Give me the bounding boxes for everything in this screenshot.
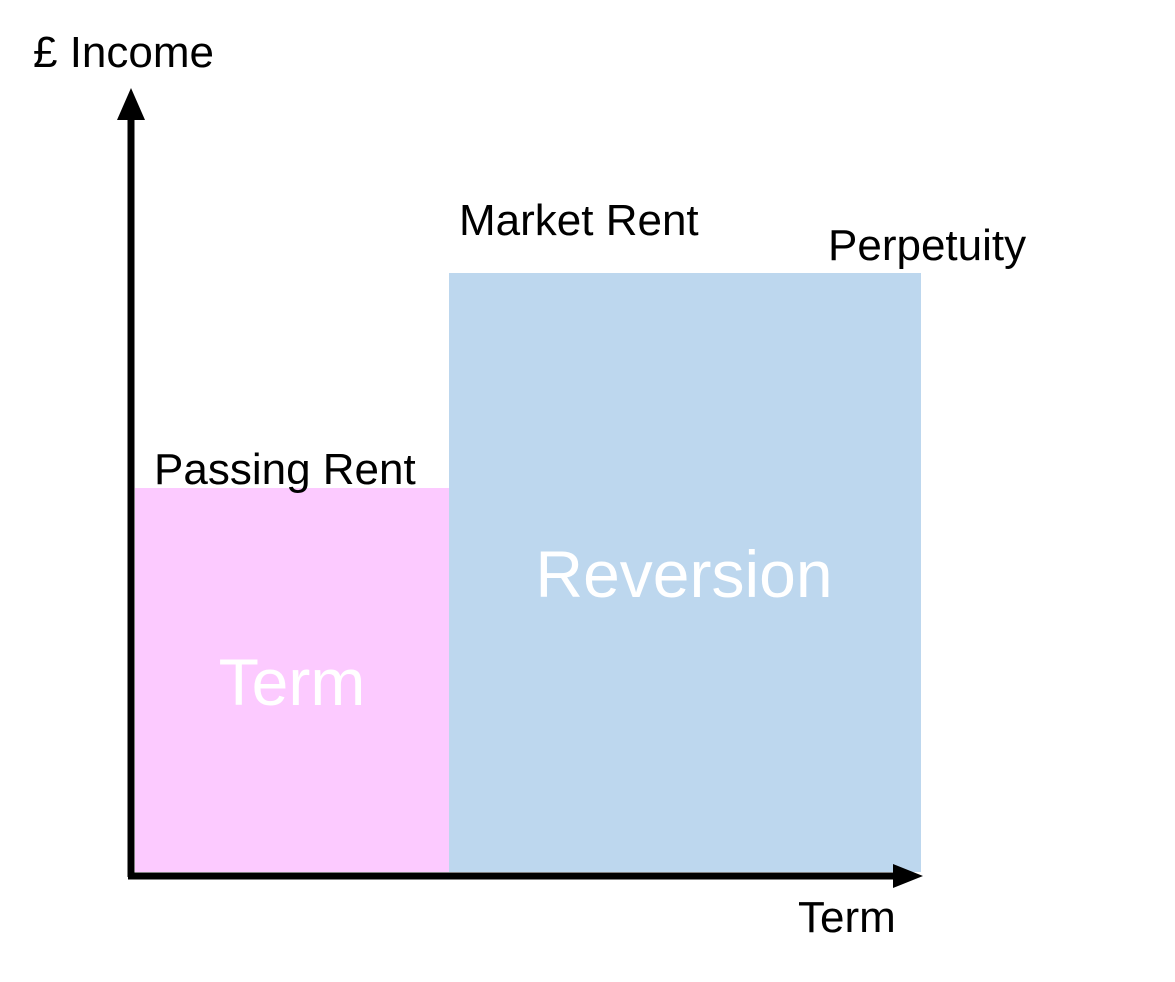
y-axis-arrowhead <box>117 88 145 120</box>
x-axis-label: Term <box>798 893 896 942</box>
term-block <box>135 488 449 872</box>
y-axis-label: £ Income <box>33 28 214 77</box>
perpetuity-label: Perpetuity <box>828 221 1026 270</box>
reversion-block <box>449 273 921 872</box>
reversion-region-label: Reversion <box>535 537 832 611</box>
x-axis-arrowhead <box>893 864 923 888</box>
passing-rent-label: Passing Rent <box>154 445 416 494</box>
market-rent-label: Market Rent <box>459 196 699 245</box>
term-region-label: Term <box>219 645 366 719</box>
